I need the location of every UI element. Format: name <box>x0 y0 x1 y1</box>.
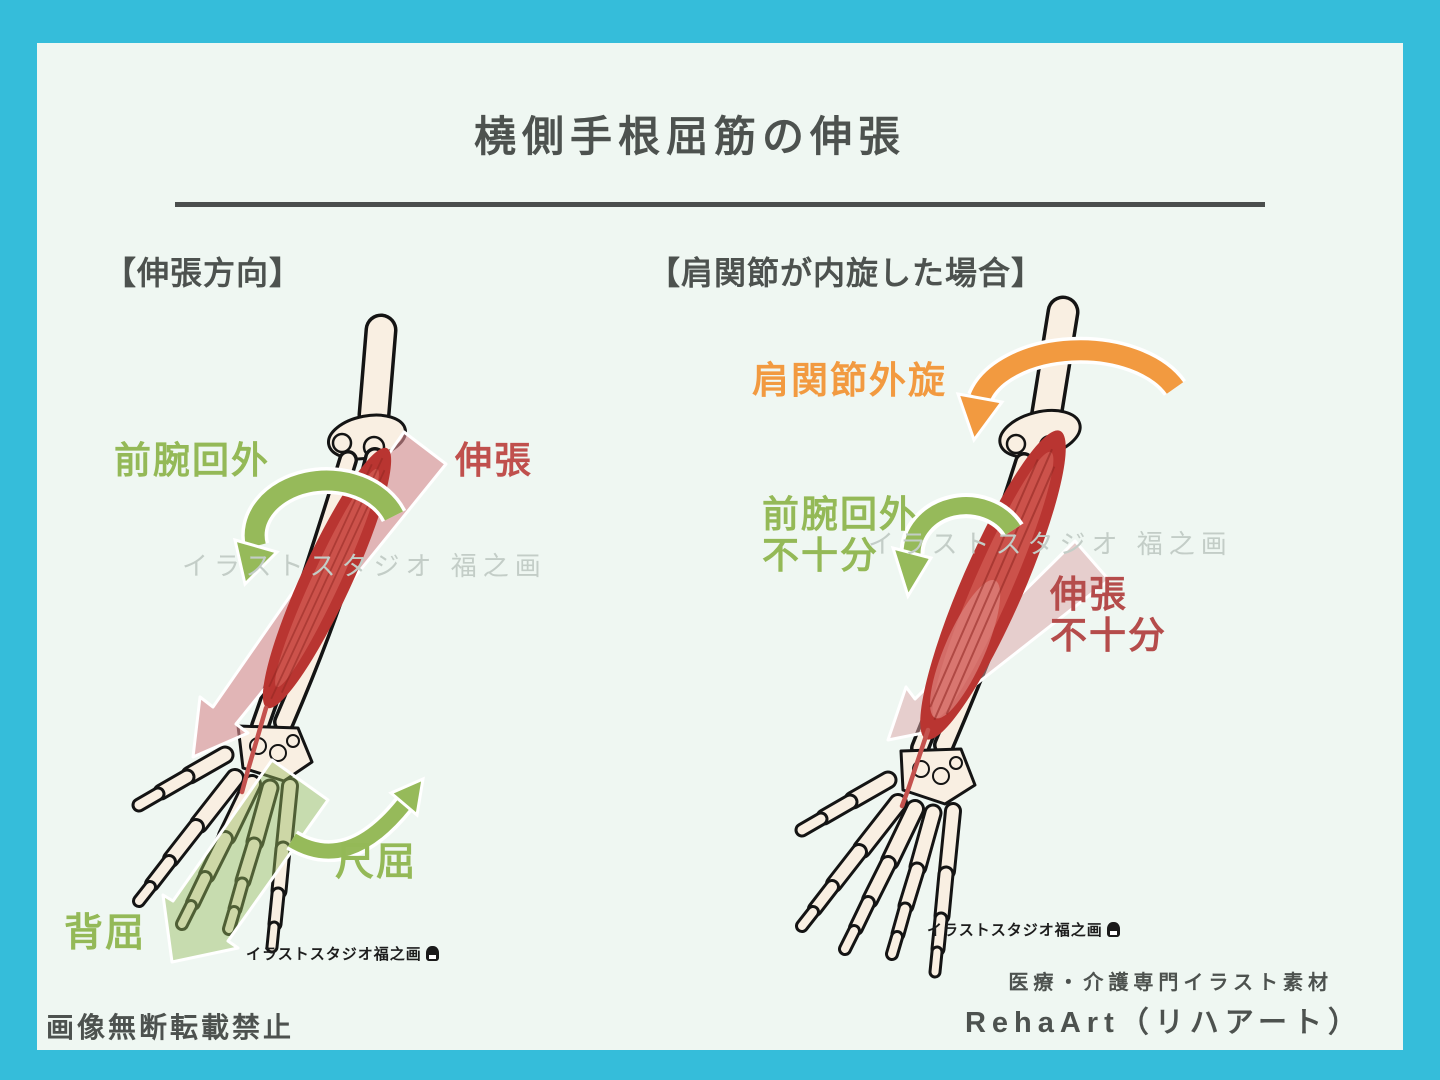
title-divider <box>175 202 1265 207</box>
no-reproduction-notice: 画像無断転載禁止 <box>46 1012 295 1043</box>
watermark-left: イラストスタジオ 福之画 <box>182 551 547 581</box>
fukunoga-logo-icon <box>1106 922 1120 937</box>
left-section-heading: 【伸張方向】 <box>104 255 303 291</box>
label-ulnar-deviation: 尺屈 <box>335 841 418 884</box>
label-stretch-insufficient: 伸張 不十分 <box>1050 574 1167 657</box>
label-supination-insufficient: 前腕回外 不十分 <box>762 494 918 577</box>
illustrator-credit-right: イラストスタジオ福之画 <box>927 919 1120 940</box>
brand-tagline: 医療・介護専門イラスト素材 <box>1008 972 1333 994</box>
label-stretch: 伸張 <box>455 440 533 481</box>
right-section-heading: 【肩関節が内旋した場合】 <box>648 255 1045 291</box>
illustrator-credit-left: イラストスタジオ福之画 <box>246 943 439 964</box>
label-shoulder-external-rotation: 肩関節外旋 <box>752 360 947 401</box>
brand-name: RehaArt（リハアート） <box>964 1007 1363 1039</box>
fukunoga-logo-icon <box>425 946 439 961</box>
watermark-right: イラストスタジオ 福之画 <box>868 529 1233 559</box>
label-dorsiflexion: 背屈 <box>64 912 147 955</box>
page-title: 橈側手根屈筋の伸張 <box>473 113 906 160</box>
label-forearm-supination: 前腕回外 <box>114 440 270 481</box>
